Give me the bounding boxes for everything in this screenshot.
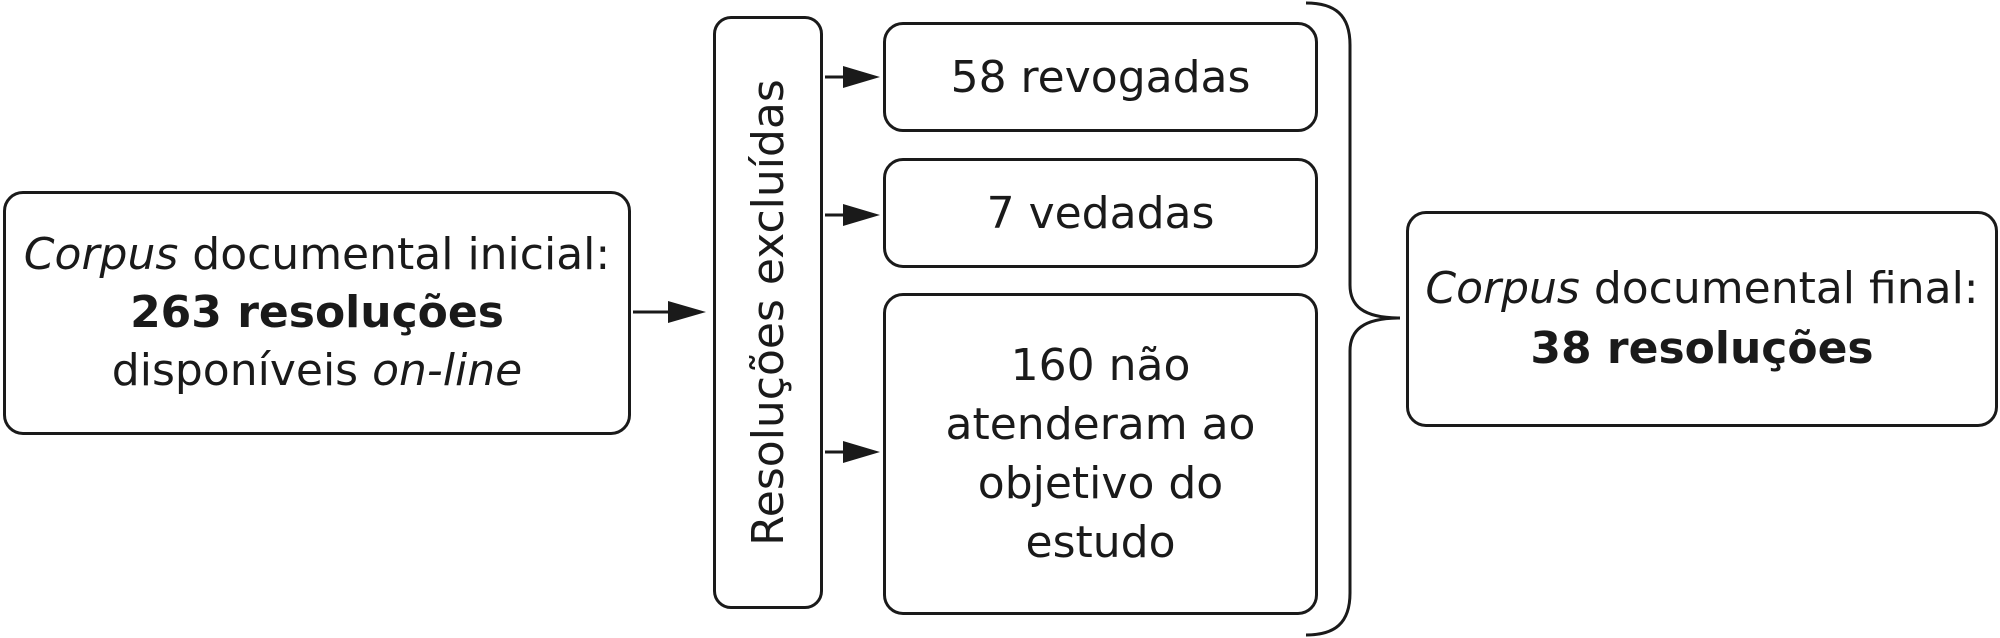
initial-corpus-word: Corpus xyxy=(23,229,179,280)
revoked-box: 58 revogadas xyxy=(883,22,1318,132)
arrow-excluded-to-revoked xyxy=(825,66,880,88)
unmet-line-1: 160 não xyxy=(1010,340,1191,391)
final-title-rest: documental final: xyxy=(1579,263,1979,314)
unmet-objective-box: 160 não atenderam ao objetivo do estudo xyxy=(883,293,1318,615)
excluded-resolutions-box: Resoluções excluídas xyxy=(713,16,823,609)
unmet-line-4: estudo xyxy=(1025,517,1176,568)
final-corpus-box: Corpus documental final: 38 resoluções xyxy=(1406,211,1998,427)
initial-corpus-box: Corpus documental inicial: 263 resoluçõe… xyxy=(3,191,631,435)
excluded-label: Resoluções excluídas xyxy=(742,79,794,546)
final-corpus-word: Corpus xyxy=(1425,263,1580,314)
arrow-excluded-to-sealed xyxy=(825,204,880,226)
final-line-1: Corpus documental final: xyxy=(1425,259,1978,319)
revoked-label: 58 revogadas xyxy=(950,51,1251,103)
initial-online-text: on-line xyxy=(372,345,523,396)
initial-available-text: disponíveis xyxy=(111,345,373,396)
initial-line-1: Corpus documental inicial: xyxy=(24,226,610,284)
sealed-box: 7 vedadas xyxy=(883,158,1318,268)
curly-brace xyxy=(1305,1,1401,637)
arrow-excluded-to-unmet xyxy=(825,441,880,463)
initial-title-rest: documental inicial: xyxy=(178,229,611,280)
initial-count: 263 resoluções xyxy=(130,287,504,338)
sealed-label: 7 vedadas xyxy=(986,187,1215,239)
initial-line-3: disponíveis on-line xyxy=(24,342,610,400)
unmet-line-3: objetivo do xyxy=(977,458,1224,509)
arrow-initial-to-excluded xyxy=(633,301,706,323)
unmet-line-2: atenderam ao xyxy=(945,399,1256,450)
final-count: 38 resoluções xyxy=(1530,323,1874,374)
